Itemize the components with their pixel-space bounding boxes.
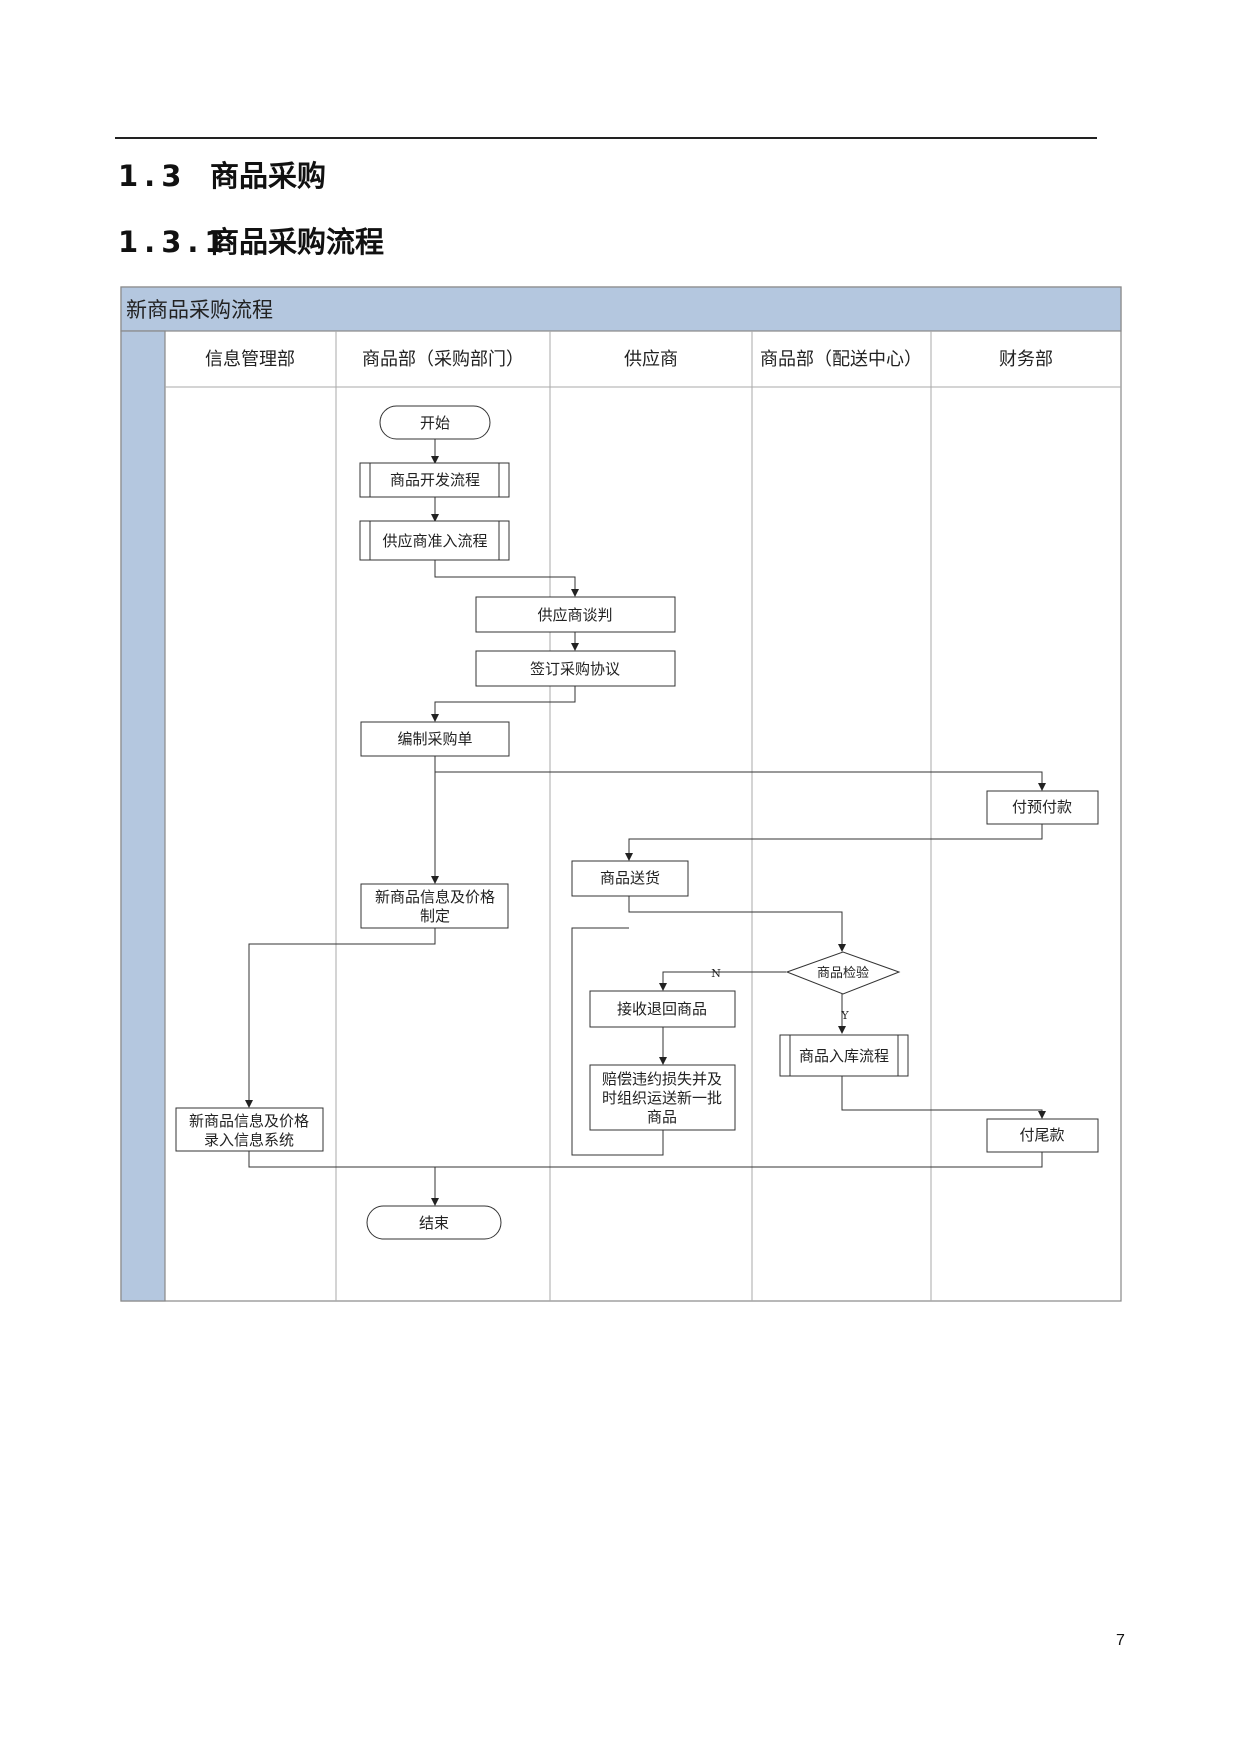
pricing-box [360,883,509,929]
supplier-access-label: 供应商准入流程 [382,532,487,550]
compensation-label-line1: 赔偿违约损失并及 [602,1070,722,1088]
supplier-negotiation-label: 供应商谈判 [537,606,612,624]
inspection-decision [785,951,901,995]
end-terminator [366,1205,502,1240]
end-label: 结束 [419,1214,449,1232]
connector [435,1152,1043,1168]
section-title: 商品采购 [210,159,327,193]
connectors [245,439,1046,1206]
subsection-title: 商品采购流程 [210,225,385,259]
subsection-number: 1.3.1 [118,225,231,259]
sign-agreement-label: 签订采购协议 [530,660,620,678]
connector [245,928,436,1108]
compensation-box [589,1064,736,1131]
supplier-negotiation-box [475,596,676,633]
sign-agreement-box [475,650,676,687]
diagram-title-band [120,286,1122,332]
info-entry-box [175,1107,324,1152]
lane-header-finance: 财务部 [999,349,1053,370]
connector-return-loop [571,927,664,1156]
header-rule [115,137,1097,139]
product-dev-process: 商品开发流程 [359,462,510,498]
lane-header-supplier: 供应商 [624,349,678,370]
warehousing-label: 商品入库流程 [799,1047,889,1065]
supplier-access-process: 供应商准入流程 [359,520,510,561]
connector [431,686,576,722]
compensation-label-line3: 商品 [647,1108,677,1126]
make-po-label: 编制采购单 [397,730,472,748]
start-terminator [379,405,491,440]
final-payment-box [986,1118,1099,1153]
prepayment-box [986,790,1099,825]
inspection-label: 商品检验 [817,965,869,981]
diagram-title: 新商品采购流程 [126,298,273,322]
connector [625,824,1043,861]
yes-branch-label: Y [840,1009,849,1022]
start-label: 开始 [420,414,450,432]
make-po-box [360,721,510,757]
info-entry-label-line2: 录入信息系统 [204,1131,294,1149]
lane-header-info-mgmt: 信息管理部 [205,349,295,370]
receive-returns-box [589,990,736,1028]
section-number: 1.3 [118,159,188,193]
final-payment-label: 付尾款 [1019,1126,1064,1144]
info-entry-label-line1: 新商品信息及价格 [189,1112,309,1130]
prepayment-label: 付预付款 [1012,798,1072,816]
warehousing-process: 商品入库流程 [779,1034,909,1077]
product-dev-label: 商品开发流程 [390,471,480,489]
compensation-label-line2: 时组织运送新一批 [602,1089,722,1107]
connector [434,560,579,597]
no-branch-label: N [711,967,721,980]
pricing-label-line2: 制定 [420,907,450,925]
diagram-side-band [120,330,166,1302]
delivery-box [571,860,689,897]
lane-header-purchasing: 商品部（采购部门） [362,349,524,370]
pricing-label-line1: 新商品信息及价格 [375,888,495,906]
delivery-label: 商品送货 [600,869,660,887]
connector [628,896,846,952]
connector [434,756,1046,791]
connector [248,1150,439,1206]
subsection-heading: 1.3.1商品采购流程 [118,219,384,261]
section-heading: 1.3 商品采购 [118,153,326,195]
receive-returns-label: 接收退回商品 [617,1000,707,1018]
connector-no-branch [659,971,786,991]
page-number: 7 [1116,1632,1125,1649]
lane-header-distribution: 商品部（配送中心） [760,349,922,370]
